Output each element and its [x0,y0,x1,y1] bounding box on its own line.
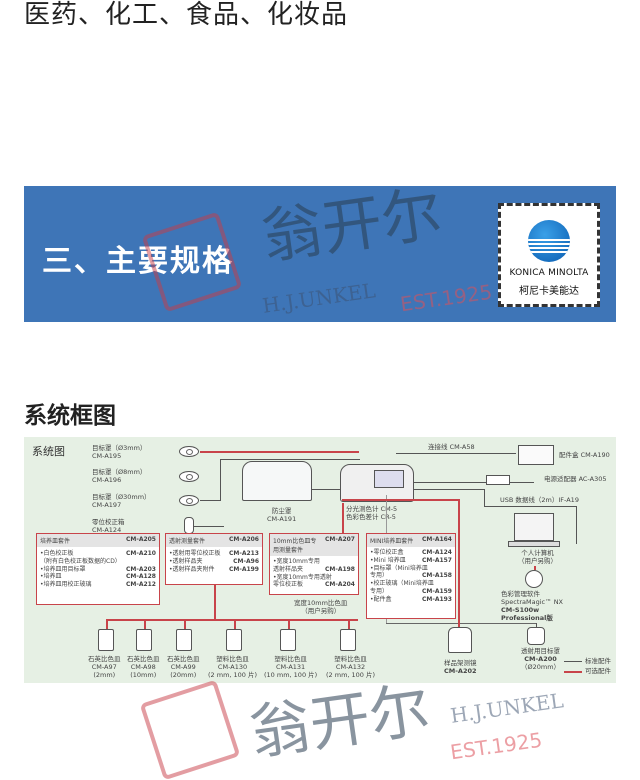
dust-cover-icon [242,461,312,501]
power-adapter-icon [486,475,510,485]
cuvette-icon [98,629,114,651]
watermark-est: EST.1925 [448,727,544,765]
legend-optional: 可选配件 [585,667,611,675]
banner-title: 三、主要规格 [42,244,234,279]
cuvette-icon [136,629,152,651]
target-label: 目标罩（Ø8mm）CM-A196 [92,468,147,485]
target-label: 目标罩（Ø3mm）CM-A195 [92,444,147,461]
accessory-case-icon [518,445,554,465]
section-banner: 三、主要规格 KONICA MINOLTA 柯尼卡美能达 [24,186,616,322]
globe-icon [528,220,570,262]
laptop-keyboard [508,541,560,547]
software-cd-icon [525,570,543,588]
diagram-title: 系统图 [32,445,65,458]
target-mask-icon [179,446,199,457]
cable-label: 连接线 CM-A58 [428,443,475,451]
sample-holder-icon [448,627,472,653]
usb-label: USB 数据线（2m）IF-A19 [500,496,579,504]
brand-logo: KONICA MINOLTA 柯尼卡美能达 [498,203,600,307]
section-title: 系统框图 [24,403,116,429]
target-label: 目标罩（Ø30mm）CM-A197 [92,493,151,510]
watermark-en: H.J.UNKEL [448,688,565,728]
laptop-icon [514,513,554,541]
adapter-label: 电源适配器 AC-A305 [544,475,607,483]
transmission-target-icon [527,627,545,645]
watermark-logo: 翁开尔 [246,674,434,770]
pc-label: 个人计算机（用户另购） [518,549,557,566]
logo-en: KONICA MINOLTA [509,268,589,278]
system-diagram: 系统图 目标罩（Ø3mm）CM-A195 目标罩（Ø8mm）CM-A196 目标… [24,437,616,683]
case-label: 配件盒 CM-A190 [559,451,610,459]
cuvette-icon [340,629,356,651]
cuvette-icon [226,629,242,651]
cuvette-icon [280,629,296,651]
cuvette-icon [176,629,192,651]
intro-text: 医药、化工、食品、化妆品 [24,0,349,30]
legend-standard: 标准配件 [585,657,611,665]
logo-zh: 柯尼卡美能达 [519,286,579,297]
zero-cal-box-icon [184,517,194,534]
target-mask-icon [179,471,199,482]
target-mask-icon [179,495,199,506]
instrument-screen [374,470,404,488]
cuvette-note: 宽度10mm比色皿（用户另购） [294,599,348,616]
watermark-seal [139,679,241,780]
